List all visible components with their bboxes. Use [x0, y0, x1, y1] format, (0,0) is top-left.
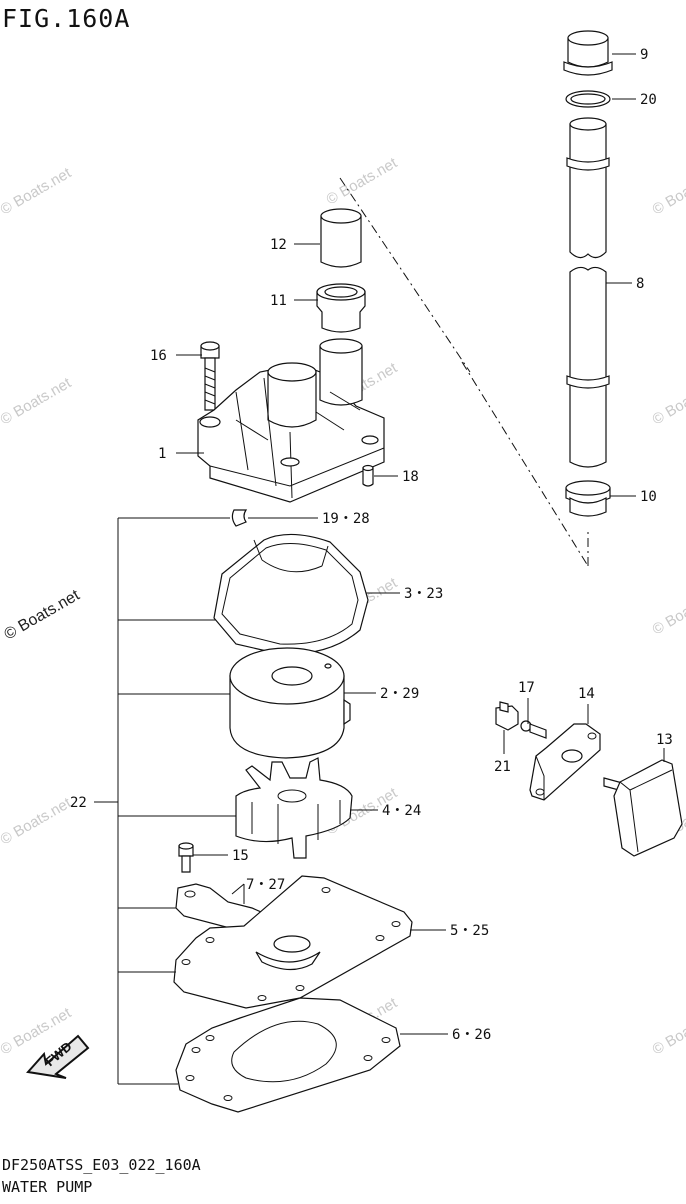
callout-11: 11: [270, 293, 287, 309]
footer-figure-name: WATER PUMP: [2, 1180, 92, 1195]
part-11-seal: [317, 284, 365, 332]
part-15-bolt: [179, 843, 193, 872]
watermark: © Boats.net: [650, 1004, 686, 1058]
callout-5-25: 5・25: [450, 923, 489, 939]
callout-14: 14: [578, 686, 595, 702]
callout-19-28: 19・28: [322, 511, 370, 527]
watermark: © Boats.net: [0, 374, 75, 428]
part-12-liner: [321, 209, 361, 267]
part-20-o-ring: [566, 91, 610, 107]
part-13-cover: [604, 760, 682, 856]
callout-9: 9: [640, 47, 648, 63]
part-6-gasket: [176, 998, 400, 1112]
part-8-water-tube: [567, 118, 609, 467]
callout-12: 12: [270, 237, 287, 253]
callout-6-26: 6・26: [452, 1027, 491, 1043]
part-16-bolt: [201, 342, 219, 410]
callout-15: 15: [232, 848, 249, 864]
watermark: © Boats.net: [324, 154, 401, 208]
callout-7-27: 7・27: [246, 877, 285, 893]
part-10-grommet: [566, 481, 610, 516]
part-1-pump-case: [198, 339, 384, 502]
callout-1: 1: [158, 446, 166, 462]
callout-17: 17: [518, 680, 535, 696]
callout-8: 8: [636, 276, 644, 292]
callout-2-29: 2・29: [380, 686, 419, 702]
watermark: © Boats.net: [650, 584, 686, 638]
callout-18: 18: [402, 469, 419, 485]
callout-4-24: 4・24: [382, 803, 421, 819]
part-19-key: [232, 510, 246, 526]
part-17-screw: [521, 721, 546, 738]
callout-22: 22: [70, 795, 87, 811]
footer-figure-code: DF250ATSS_E03_022_160A: [2, 1158, 201, 1173]
part-2-impeller-housing: [230, 648, 350, 758]
callout-21: 21: [494, 759, 511, 775]
callout-13: 13: [656, 732, 673, 748]
callout-20: 20: [640, 92, 657, 108]
callout-16: 16: [150, 348, 167, 364]
callout-10: 10: [640, 489, 657, 505]
part-21-clip: [496, 702, 518, 730]
watermark: © Boats.net: [650, 374, 686, 428]
figure-title: FIG.160A: [2, 6, 130, 31]
callout-3-23: 3・23: [404, 586, 443, 602]
part-3-gasket: [214, 534, 368, 654]
watermark-dark: © Boats.net: [2, 587, 84, 644]
watermark: © Boats.net: [650, 164, 686, 218]
part-18-pin: [363, 466, 373, 487]
watermark: © Boats.net: [0, 164, 75, 218]
watermark: © Boats.net: [0, 794, 75, 848]
part-4-impeller: [236, 758, 352, 858]
fwd-arrow-icon: FWD: [28, 1036, 88, 1078]
part-9-grommet: [564, 31, 612, 75]
